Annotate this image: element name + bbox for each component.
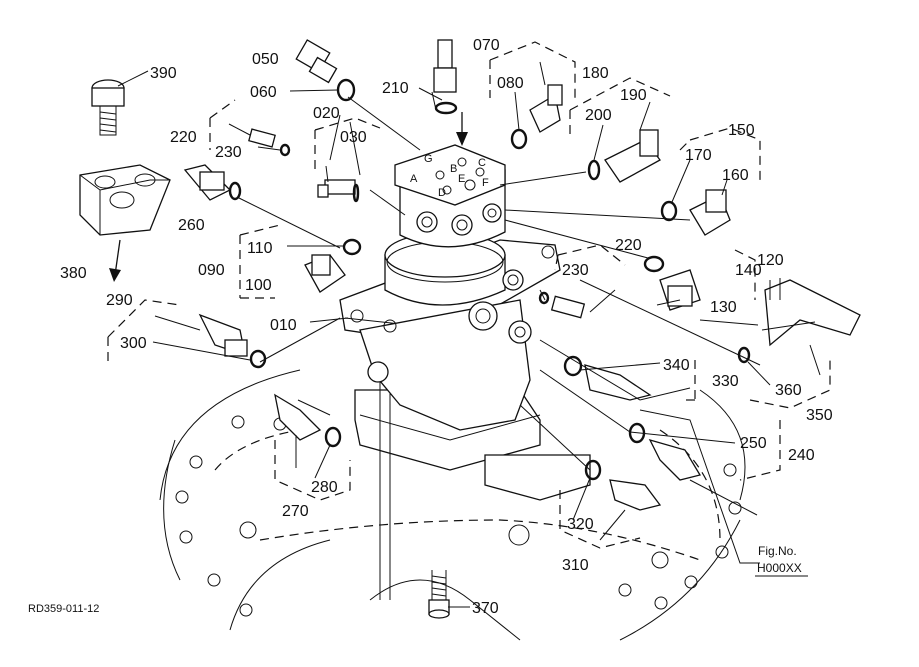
callout-140: 140 <box>735 262 762 279</box>
o-ring-020 <box>352 183 360 203</box>
o-ring-140 <box>643 255 665 273</box>
callout-060: 060 <box>250 84 277 101</box>
callout-280: 280 <box>311 479 338 496</box>
callout-290: 290 <box>106 292 133 309</box>
fitting-130 <box>659 269 701 311</box>
o-ring-280 <box>324 426 342 448</box>
callout-160: 160 <box>722 167 749 184</box>
callout-250: 250 <box>740 435 767 452</box>
callout-150: 150 <box>728 122 755 139</box>
o-ring-080 <box>510 128 528 150</box>
o-ring-300 <box>249 349 267 369</box>
callout-050: 050 <box>252 51 279 68</box>
callout-230-right: 230 <box>562 262 589 279</box>
callout-210: 210 <box>382 80 409 97</box>
callout-180: 180 <box>582 65 609 82</box>
callout-360: 360 <box>775 382 802 399</box>
callout-170: 170 <box>685 147 712 164</box>
bolt-390 <box>91 79 125 136</box>
callout-300: 300 <box>120 335 147 352</box>
callout-130: 130 <box>710 299 737 316</box>
swivel-joint-body <box>339 144 561 431</box>
arrows <box>109 112 468 282</box>
o-ring-340 <box>563 355 583 377</box>
fitting-320 <box>609 479 662 511</box>
callout-370: 370 <box>472 600 499 617</box>
callout-120: 120 <box>757 252 784 269</box>
base-plate <box>159 369 746 641</box>
fitting-190 <box>604 129 661 183</box>
figure-number-title: Fig.No. <box>758 544 797 558</box>
callout-230-left: 230 <box>215 144 242 161</box>
callout-100: 100 <box>245 277 272 294</box>
callout-220-left: 220 <box>170 129 197 146</box>
leader-lines <box>117 61 821 608</box>
callout-310: 310 <box>562 557 589 574</box>
fitting-340 <box>584 364 652 401</box>
o-ring-200 <box>587 159 601 181</box>
fitting-160 <box>689 189 731 236</box>
bolt-370 <box>428 570 450 619</box>
fitting-230-left <box>248 128 276 148</box>
o-ring-230-right <box>538 291 550 305</box>
figure-number-code: H000XX <box>757 561 802 575</box>
callout-330: 330 <box>712 373 739 390</box>
o-ring-060 <box>336 78 356 102</box>
port-letter-a: A <box>410 173 418 185</box>
fitting-050 <box>295 39 338 84</box>
callout-340: 340 <box>663 357 690 374</box>
fitting-260 <box>183 164 232 201</box>
o-ring-260 <box>228 181 242 201</box>
fitting-230-right <box>550 295 586 319</box>
o-ring-320 <box>584 459 602 481</box>
callout-380: 380 <box>60 265 87 282</box>
fitting-080 <box>529 84 563 133</box>
port-letter-d: D <box>438 187 446 199</box>
port-letter-markings: G A C F E D B <box>410 153 489 199</box>
callout-110: 110 <box>247 240 273 257</box>
o-ring-170 <box>660 200 678 222</box>
callout-350: 350 <box>806 407 833 424</box>
shim-block-380 <box>79 164 171 236</box>
callout-020: 020 <box>313 105 340 122</box>
callout-090: 090 <box>198 262 225 279</box>
fitting-100 <box>304 254 346 293</box>
callout-260: 260 <box>178 217 205 234</box>
figure-caption: Fig.No. H000XX RD359-011-12 <box>28 544 808 615</box>
o-ring-230-left <box>279 143 291 157</box>
callout-070: 070 <box>473 37 500 54</box>
callout-030: 030 <box>340 129 367 146</box>
fitting-280 <box>274 393 322 441</box>
callout-200: 200 <box>585 107 612 124</box>
callout-080: 080 <box>497 75 524 92</box>
port-letter-e: E <box>458 173 465 185</box>
callout-190: 190 <box>620 87 647 104</box>
port-letter-b: B <box>450 163 457 175</box>
fitting-030 <box>317 179 356 198</box>
fitting-250 <box>648 438 702 481</box>
callout-labels: 050 060 020 030 210 070 080 180 190 200 … <box>60 37 833 617</box>
group-brackets <box>107 41 831 549</box>
callout-390: 390 <box>150 65 177 82</box>
o-ring-110 <box>342 238 362 256</box>
drawing-reference: RD359-011-12 <box>28 603 99 615</box>
callout-240: 240 <box>788 447 815 464</box>
port-letter-g: G <box>424 153 433 165</box>
fitting-210 <box>433 39 458 115</box>
port-letter-f: F <box>482 177 489 189</box>
callout-010: 010 <box>270 317 297 334</box>
fitting-300 <box>198 313 248 357</box>
fitting-120 <box>764 278 861 347</box>
callout-220-right: 220 <box>615 237 642 254</box>
o-ring-360 <box>737 346 751 364</box>
callout-270: 270 <box>282 503 309 520</box>
callout-320: 320 <box>567 516 594 533</box>
port-letter-c: C <box>478 157 486 169</box>
